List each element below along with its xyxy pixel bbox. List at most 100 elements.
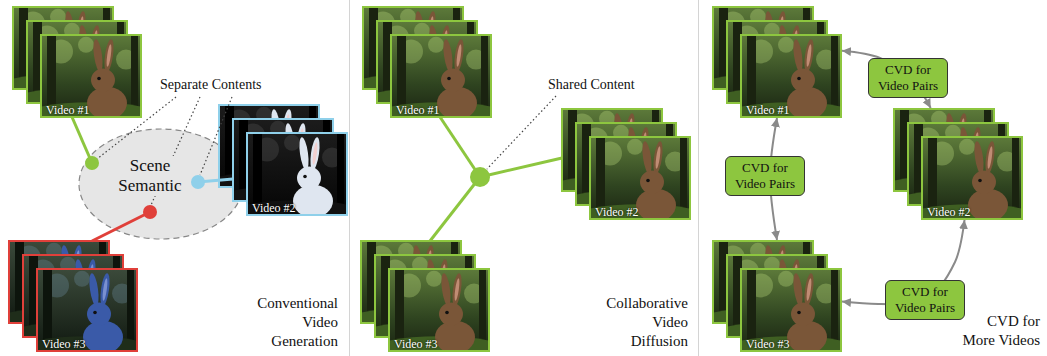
rabbit-ear-inner: [806, 278, 813, 301]
panel-title: Collaborative Video Diffusion: [606, 294, 688, 351]
rabbit-ear-inner: [456, 44, 463, 67]
rabbit-body: [787, 87, 827, 117]
rabbit-body: [636, 189, 676, 219]
cvd-pair-box: CVD for Video Pairs: [885, 280, 965, 320]
video-stack: Video #2: [218, 104, 348, 216]
video-label: Video #2: [927, 205, 971, 219]
rabbit-ear: [792, 273, 804, 307]
video-frame-image: [590, 137, 690, 219]
tree-trunk: [831, 35, 838, 117]
video-stack: Video #2: [893, 108, 1023, 220]
rabbit-eye: [797, 311, 801, 315]
video-stack-shape: [712, 6, 842, 118]
rabbit-body: [293, 185, 333, 215]
bokeh-spot: [78, 37, 94, 53]
annotation-label: Shared Content: [548, 76, 635, 93]
label-holder: Separate Contents: [160, 76, 261, 93]
shared-content-dot: [470, 167, 490, 187]
rabbit-ear: [973, 141, 985, 175]
video-stack-shape: [8, 240, 138, 352]
rabbit-ear: [309, 137, 321, 171]
content-link: [440, 117, 480, 177]
video-frame-border: [41, 35, 141, 117]
rabbit-head: [91, 69, 115, 92]
leader-lines: [97, 96, 556, 205]
video-frame-image: [741, 269, 841, 351]
rabbit-eye: [447, 77, 451, 81]
rabbit-ear: [792, 39, 804, 73]
rabbit-ear: [103, 39, 115, 73]
video-frame-border: [741, 269, 841, 351]
rabbit-body: [435, 321, 475, 351]
rabbit-ear-inner: [987, 146, 994, 169]
video-label: Video #3: [394, 337, 438, 351]
rabbit-ear: [984, 141, 996, 175]
rabbit-head: [87, 303, 111, 326]
video-stack-shape: [12, 6, 142, 118]
tree-trunk: [481, 35, 488, 117]
bokeh-spot: [426, 271, 442, 287]
rabbit-eye: [93, 311, 97, 315]
video-frame-image: [391, 35, 491, 117]
rabbit-ear-inner: [106, 44, 113, 67]
video-stack: Video #1: [362, 6, 492, 118]
video-frame-border: [247, 133, 347, 215]
tree-trunk: [127, 269, 134, 351]
semantic-label: Scene Semantic: [112, 156, 188, 196]
video-label: Video #2: [252, 201, 296, 215]
video-stack-shape: [561, 108, 691, 220]
cvd-pair-box: CVD for Video Pairs: [868, 58, 948, 98]
video-frame-border: [37, 269, 137, 351]
rabbit-head: [439, 303, 463, 326]
content-dot: [85, 156, 99, 170]
video-frame-image: [37, 269, 137, 351]
video-frame-image: [389, 269, 489, 351]
video-frame-image: [247, 133, 347, 215]
content-link: [480, 158, 562, 177]
video-label: Video #1: [46, 103, 90, 117]
rabbit-body: [87, 87, 127, 117]
rabbit-eye: [797, 77, 801, 81]
content-dot: [143, 205, 157, 219]
leader-line: [97, 97, 176, 159]
rabbit-ear: [88, 273, 100, 307]
rabbit-eye: [978, 179, 982, 183]
leader-line: [200, 97, 232, 175]
leader-line: [151, 97, 200, 205]
edge-label-holder: CVD for Video Pairs: [885, 280, 965, 320]
video-stack-shape: [712, 240, 842, 352]
video-stack-shape: [218, 104, 348, 216]
video-frame-border: [590, 137, 690, 219]
cvd-pair-box: CVD for Video Pairs: [725, 156, 805, 196]
rabbit-ear-inner: [312, 142, 319, 165]
rabbit-ear: [453, 39, 465, 73]
video-frame-border: [389, 269, 489, 351]
video-frame-image: [741, 35, 841, 117]
rabbit-eye: [303, 175, 307, 179]
rabbit-ear: [451, 273, 463, 307]
content-dots: [85, 156, 490, 219]
content-dot: [191, 175, 205, 189]
tree-trunk: [131, 35, 138, 117]
label-holder: Shared Content: [548, 76, 635, 93]
video-label: Video #1: [746, 103, 790, 117]
rabbit-body: [968, 189, 1008, 219]
panel-divider: [698, 0, 699, 356]
label-holder: Collaborative Video Diffusion: [606, 294, 688, 351]
video-stack-shape: [362, 6, 492, 118]
rabbit-head: [640, 171, 664, 194]
video-label: Video #3: [42, 337, 86, 351]
rabbit-ear: [92, 39, 104, 73]
rabbit-head: [972, 171, 996, 194]
edge-label-holder: CVD for Video Pairs: [868, 58, 948, 98]
video-stack: Video #3: [712, 240, 842, 352]
video-frame-image: [922, 137, 1022, 219]
rabbit-eye: [97, 77, 101, 81]
tree-trunk: [337, 133, 344, 215]
bokeh-spot: [627, 139, 643, 155]
video-frame-image: [41, 35, 141, 117]
edge-label-holder: CVD for Video Pairs: [725, 156, 805, 196]
video-stack-shape: [893, 108, 1023, 220]
video-stack: Video #2: [561, 108, 691, 220]
content-link: [72, 117, 92, 163]
